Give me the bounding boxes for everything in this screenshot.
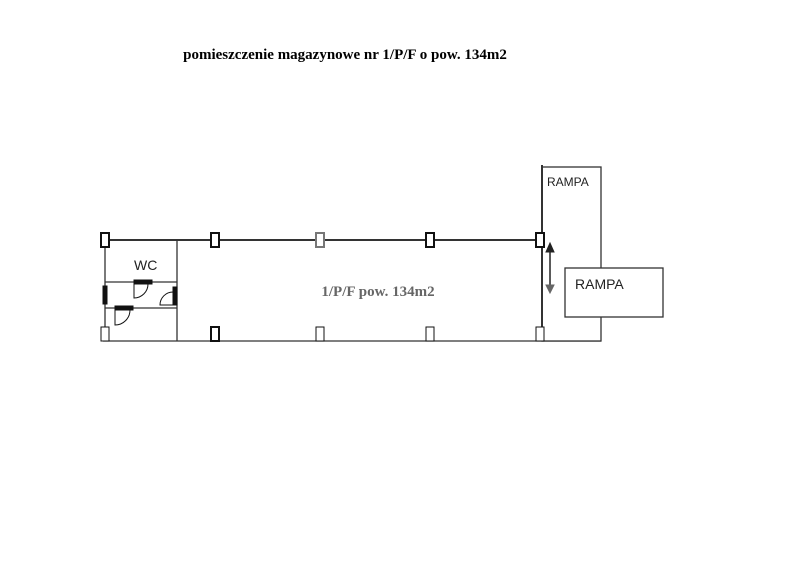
ramp-side [564,267,664,318]
column [315,232,325,248]
column [315,326,325,342]
column [535,326,545,342]
door [133,279,153,285]
room-label: 1/P/F pow. 134m2 [321,284,434,300]
column [100,232,110,248]
doors [102,279,178,326]
door [114,305,134,311]
plan-title: pomieszczenie magazynowe nr 1/P/F o pow.… [183,47,507,63]
wc-label: WC [134,257,157,273]
column [210,232,220,248]
ramp-top-label: RAMPA [547,175,589,189]
column [100,326,110,342]
door-swing-icon [133,283,149,299]
column [425,232,435,248]
door [102,285,108,305]
ramp-side-label: RAMPA [575,276,624,292]
door [172,286,178,306]
columns [100,232,545,342]
door-swing-icon [159,291,174,306]
column [535,232,545,248]
column [210,326,220,342]
column [425,326,435,342]
door-swing-icon [114,309,131,326]
ramp-gate-arrow-icon [545,241,555,295]
